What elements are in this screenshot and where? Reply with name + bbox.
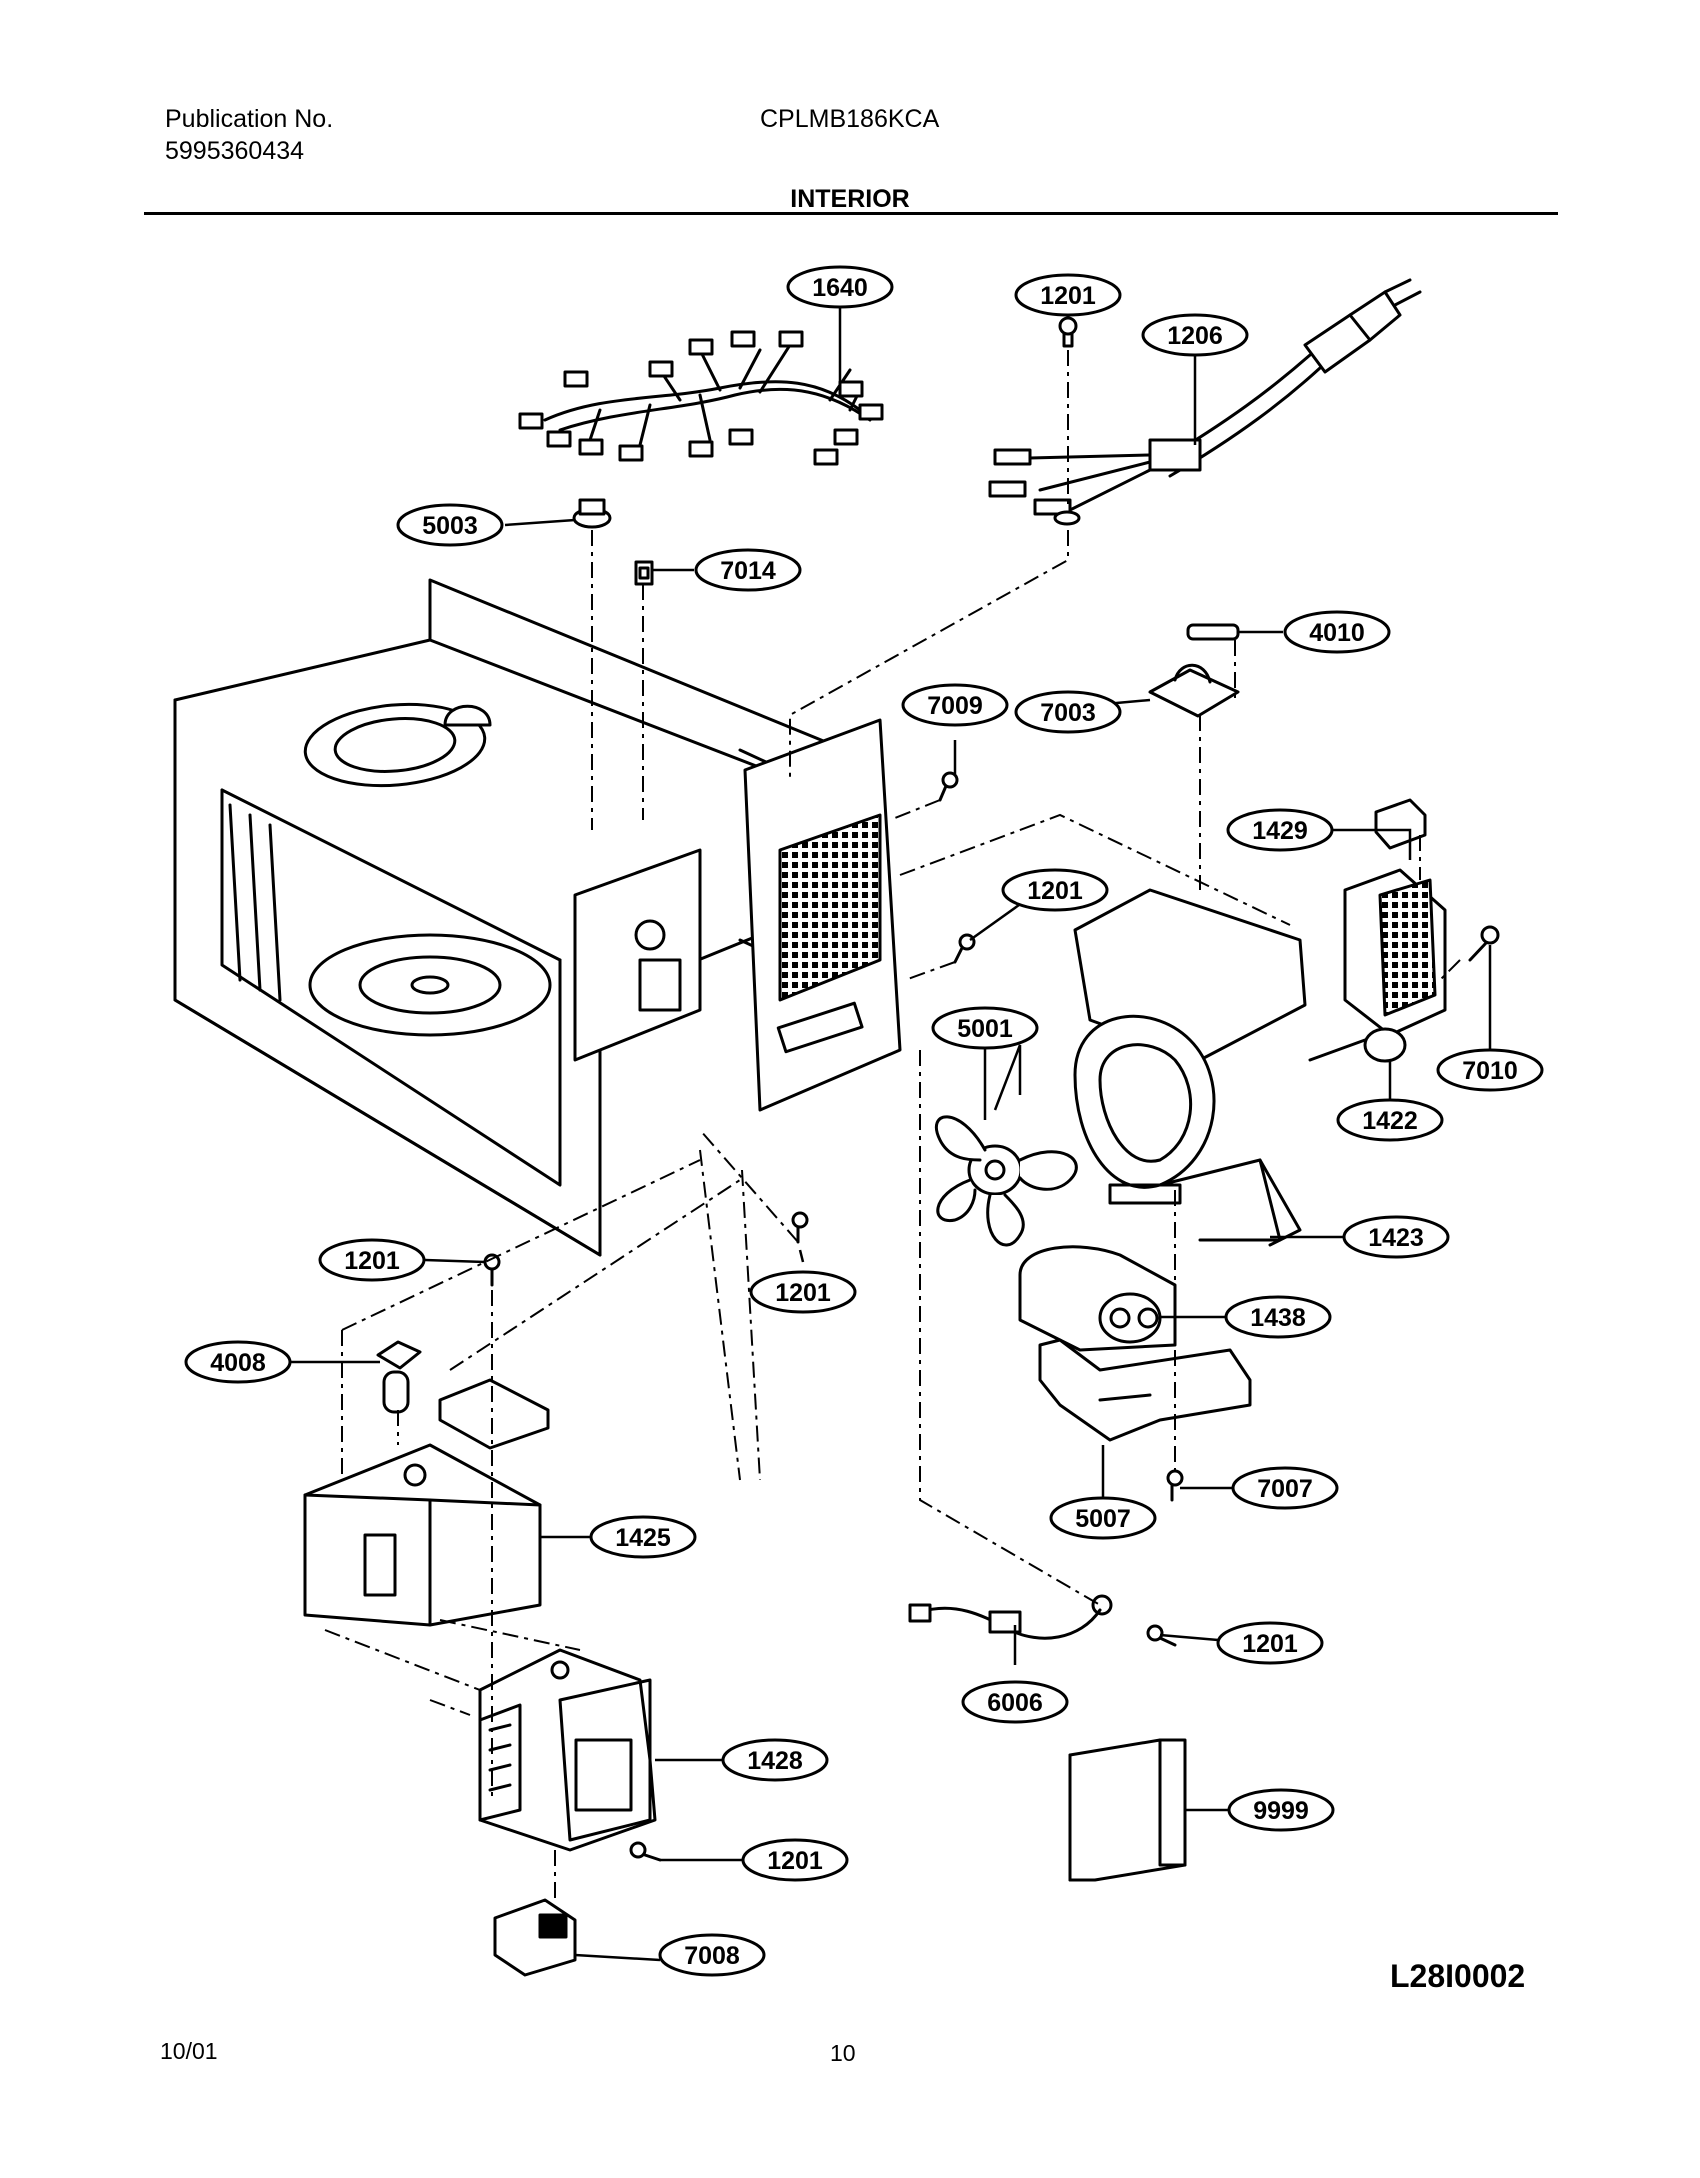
callout-1201: 1201 — [741, 1838, 849, 1882]
svg-text:1422: 1422 — [1362, 1107, 1418, 1135]
callout-1201: 1201 — [1014, 273, 1122, 317]
callout-1201: 1201 — [749, 1270, 857, 1314]
callout-1423: 1423 — [1342, 1215, 1450, 1259]
svg-text:1201: 1201 — [1027, 877, 1083, 905]
svg-text:5003: 5003 — [422, 512, 478, 540]
callout-7003: 7003 — [1014, 690, 1122, 734]
svg-text:1428: 1428 — [747, 1747, 803, 1775]
fuse-cover-part — [1374, 798, 1427, 850]
callout-7008: 7008 — [658, 1933, 766, 1977]
svg-text:4010: 4010 — [1309, 619, 1365, 647]
callout-5007: 5007 — [1049, 1496, 1157, 1540]
svg-text:1201: 1201 — [767, 1847, 823, 1875]
svg-text:6006: 6006 — [987, 1689, 1043, 1717]
screw-part — [791, 1211, 809, 1244]
svg-text:7010: 7010 — [1462, 1057, 1518, 1085]
thermostat-part — [572, 498, 612, 529]
svg-text:7009: 7009 — [927, 692, 983, 720]
screw-part — [629, 1841, 662, 1862]
fuse-part — [1186, 623, 1240, 641]
callout-1428: 1428 — [721, 1738, 829, 1782]
fuse-holder-part — [1148, 663, 1240, 718]
callout-7009: 7009 — [901, 683, 1009, 727]
svg-text:1429: 1429 — [1252, 817, 1308, 845]
screw-part — [1468, 925, 1500, 962]
svg-text:9999: 9999 — [1253, 1797, 1309, 1825]
svg-text:1201: 1201 — [1242, 1630, 1298, 1658]
header-rule — [144, 212, 1558, 215]
publication-label: Publication No. — [165, 105, 334, 133]
oven-cavity-part — [173, 578, 872, 1257]
svg-text:7014: 7014 — [720, 557, 776, 585]
svg-text:5007: 5007 — [1075, 1505, 1131, 1533]
svg-text:1438: 1438 — [1250, 1304, 1306, 1332]
screw-part — [1146, 1624, 1177, 1647]
screw-part — [938, 771, 959, 802]
wire-harness-part — [518, 330, 884, 466]
footer-date: 10/01 — [160, 2038, 218, 2064]
cooling-bracket-part — [1308, 868, 1447, 1063]
callout-1429: 1429 — [1226, 808, 1334, 852]
publication-number: 5995360434 — [165, 137, 305, 165]
svg-text:1201: 1201 — [775, 1279, 831, 1307]
page-number: 10 — [830, 2040, 856, 2066]
capacitor-part — [1018, 1245, 1177, 1352]
capacitor-bracket-part — [1038, 1338, 1252, 1442]
air-guide-part — [1073, 888, 1307, 1247]
interlock-switch-part — [634, 560, 654, 586]
screw-part — [953, 933, 976, 964]
callout-1640: 1640 — [786, 265, 894, 309]
callout-1438: 1438 — [1224, 1295, 1332, 1339]
svg-text:7003: 7003 — [1040, 699, 1096, 727]
fan-blade-part — [934, 1115, 1078, 1247]
callout-6006: 6006 — [961, 1680, 1069, 1724]
callout-1201: 1201 — [1216, 1621, 1324, 1665]
callout-5001: 5001 — [931, 1006, 1039, 1050]
callout-9999: 9999 — [1227, 1788, 1335, 1832]
svg-text:5001: 5001 — [957, 1015, 1013, 1043]
callout-1206: 1206 — [1141, 313, 1249, 357]
waveguide-panel-part — [743, 718, 902, 1112]
callout-5003: 5003 — [396, 503, 504, 547]
callout-1422: 1422 — [1336, 1098, 1444, 1142]
magnetron-part — [478, 1648, 657, 1852]
svg-text:7008: 7008 — [684, 1942, 740, 1970]
screw-part — [1166, 1469, 1184, 1502]
sensor-harness-part — [908, 1594, 1113, 1640]
svg-text:1425: 1425 — [615, 1524, 671, 1552]
callout-1201: 1201 — [318, 1238, 426, 1282]
svg-text:4008: 4008 — [210, 1349, 266, 1377]
diode-part — [376, 1340, 422, 1414]
svg-text:1206: 1206 — [1167, 322, 1223, 350]
callout-1425: 1425 — [589, 1515, 697, 1559]
callout-4008: 4008 — [184, 1340, 292, 1384]
svg-text:7007: 7007 — [1257, 1475, 1313, 1503]
control-bracket-part — [573, 848, 702, 1062]
screw-part — [1058, 316, 1078, 348]
section-title: INTERIOR — [790, 185, 910, 213]
manual-part — [1068, 1738, 1187, 1882]
svg-text:1640: 1640 — [812, 274, 868, 302]
thermal-cutoff-part — [493, 1898, 577, 1977]
callout-7014: 7014 — [694, 548, 802, 592]
callout-1201: 1201 — [1001, 868, 1109, 912]
svg-text:1201: 1201 — [1040, 282, 1096, 310]
model-number: CPLMB186KCA — [760, 105, 940, 133]
callout-7010: 7010 — [1436, 1048, 1544, 1092]
drawing-code: L28I0002 — [1390, 1958, 1526, 1994]
callout-7007: 7007 — [1231, 1466, 1339, 1510]
bracket-part — [438, 1378, 550, 1450]
callout-4010: 4010 — [1283, 610, 1391, 654]
svg-text:1423: 1423 — [1368, 1224, 1424, 1252]
transformer-part — [303, 1443, 542, 1627]
svg-text:1201: 1201 — [344, 1247, 400, 1275]
power-cord-part — [988, 278, 1422, 526]
